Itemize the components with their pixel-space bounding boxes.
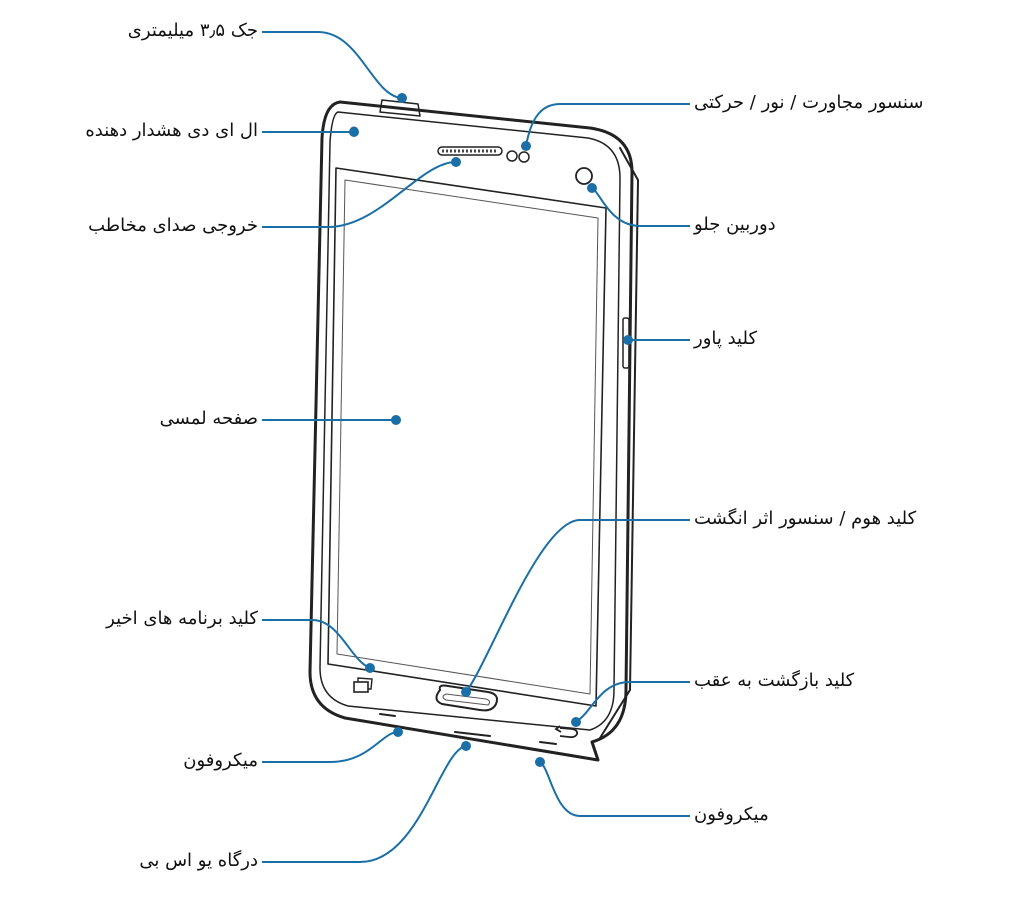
callout-line-mic-left <box>262 731 399 763</box>
callout-dot-mic-left <box>393 727 403 737</box>
callout-line-home <box>465 519 690 693</box>
callout-line-recent-apps <box>262 619 371 669</box>
callout-line-earpiece <box>262 161 457 228</box>
callout-dot-usb <box>461 741 471 751</box>
callout-dot-power <box>623 335 633 345</box>
callout-line-jack <box>262 31 403 99</box>
phone-body <box>308 99 639 762</box>
callout-dot-sensors <box>521 141 531 151</box>
sensor-left <box>506 150 518 162</box>
label-usb: درگاه یو اس بی <box>139 850 258 871</box>
label-mic-left: میکروفون <box>183 750 258 771</box>
sensor-right <box>518 151 530 163</box>
label-sensors: سنسور مجاورت / نور / حرکتی <box>694 92 924 113</box>
label-jack: جک ۳٫۵ میلیمتری <box>127 20 258 41</box>
label-recent-apps: کلید برنامه های اخیر <box>106 608 258 629</box>
callout-dot-back <box>571 717 581 727</box>
callout-dot-home <box>461 687 471 697</box>
callout-dot-jack <box>397 93 407 103</box>
back-icon[interactable] <box>554 725 579 739</box>
callout-dot-led <box>349 127 359 137</box>
callout-dot-front-camera <box>587 183 597 193</box>
label-earpiece: خروجی صدای مخاطب <box>88 215 258 236</box>
label-touchscreen: صفحه لمسی <box>159 408 258 429</box>
front-camera-lens <box>575 167 593 185</box>
callout-dot-touchscreen <box>391 415 401 425</box>
callout-line-front-camera <box>591 187 690 227</box>
callout-dot-recent-apps <box>365 663 375 673</box>
recent-apps-icon[interactable] <box>353 677 373 693</box>
label-led: ال ای دی هشدار دهنده <box>85 120 258 141</box>
callout-line-back <box>575 681 690 723</box>
label-front-camera: دوربین جلو <box>694 214 776 235</box>
callout-dot-earpiece <box>451 157 461 167</box>
callout-dot-mic-right <box>535 757 545 767</box>
home-button[interactable] <box>435 684 498 712</box>
label-mic-right: میکروفون <box>694 804 769 825</box>
callout-line-sensors <box>525 103 690 147</box>
label-back: کلید بازگشت به عقب <box>694 670 855 691</box>
label-home: کلید هوم / سنسور اثر انگشت <box>694 508 917 529</box>
label-power: کلید پاور <box>694 328 758 349</box>
callout-line-usb <box>262 745 467 863</box>
callout-line-mic-right <box>539 761 690 817</box>
earpiece-grille <box>437 146 503 156</box>
